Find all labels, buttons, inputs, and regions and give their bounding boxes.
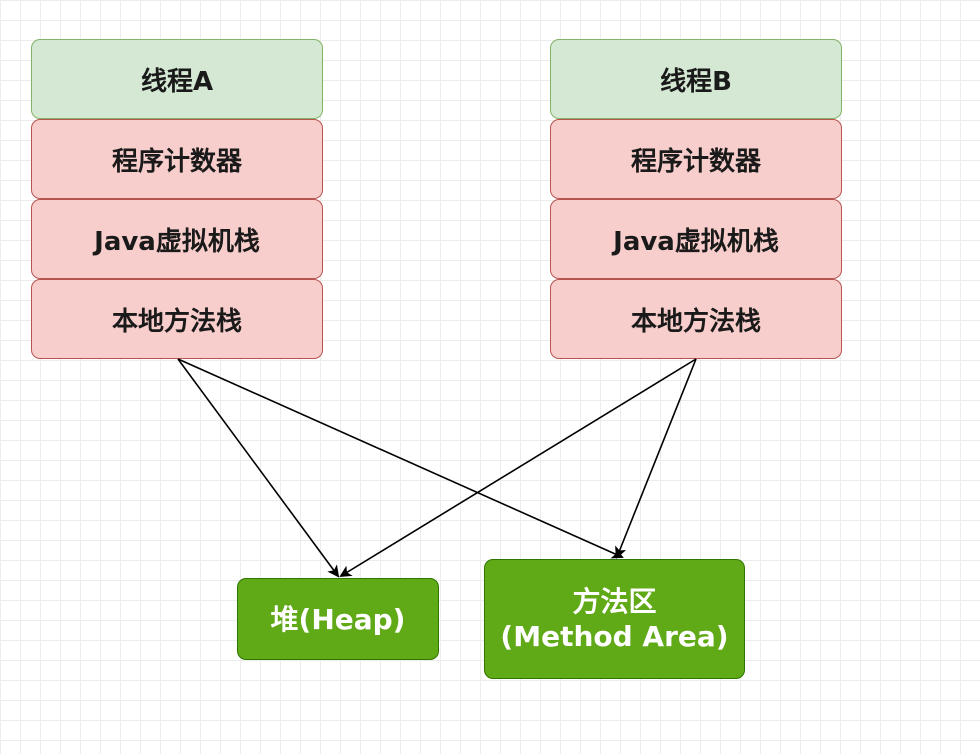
thread-b-header[interactable]: 线程B (550, 39, 842, 119)
arrow-thread-a-to-method-area (177, 358, 624, 559)
method-area-label: 方法区 (572, 585, 657, 618)
thread-a-header[interactable]: 线程A (31, 39, 323, 119)
method-area-box[interactable]: 方法区 (Method Area) (484, 559, 745, 679)
thread-b-jvm-stack[interactable]: Java虚拟机栈 (550, 199, 842, 279)
thread-a-jvm-stack[interactable]: Java虚拟机栈 (31, 199, 323, 279)
thread-a-native-stack[interactable]: 本地方法栈 (31, 279, 323, 359)
thread-a-column: 线程A 程序计数器 Java虚拟机栈 本地方法栈 (31, 0, 323, 360)
arrow-thread-a-to-heap (177, 358, 340, 578)
thread-a-program-counter[interactable]: 程序计数器 (31, 119, 323, 199)
arrow-thread-b-to-heap (339, 358, 697, 578)
thread-b-column: 线程B 程序计数器 Java虚拟机栈 本地方法栈 (550, 0, 842, 360)
thread-b-program-counter[interactable]: 程序计数器 (550, 119, 842, 199)
thread-b-native-stack[interactable]: 本地方法栈 (550, 279, 842, 359)
heap-box[interactable]: 堆(Heap) (237, 578, 439, 660)
heap-label: 堆(Heap) (270, 602, 406, 636)
method-area-sublabel: (Method Area) (500, 620, 729, 653)
arrow-thread-b-to-method-area (615, 358, 697, 559)
